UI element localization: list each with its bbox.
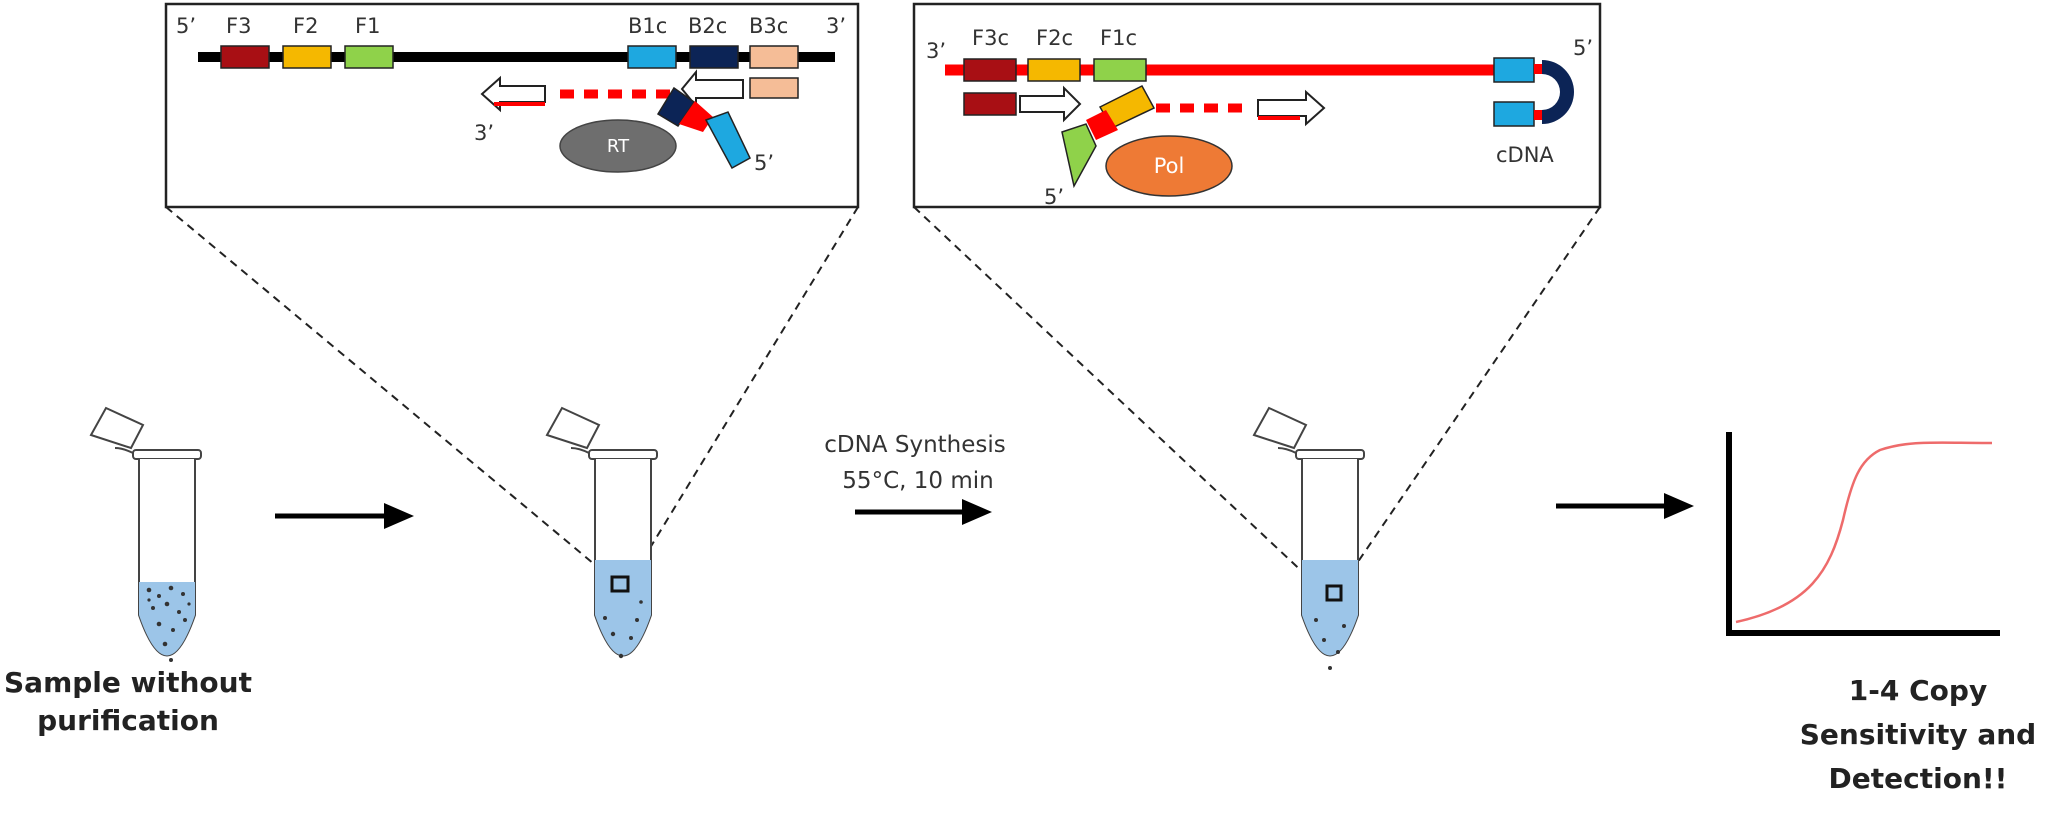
region-label-b3c: B3c	[749, 14, 788, 38]
loop-linker-bottom	[1534, 110, 1542, 120]
pol-label: Pol	[1154, 154, 1185, 178]
panel-1-strand-5: 5’	[754, 151, 774, 175]
reverse-transcriptase-icon	[559, 119, 677, 173]
b1-end-box-bottom	[1493, 101, 1535, 127]
region-label-b1c: B1c	[628, 14, 667, 38]
step-1-label-line-1: Sample without	[4, 666, 252, 699]
panel-pol-zoom: 3’ 5’ F3c F2c F1c cDNA 5’ Pol	[912, 2, 1602, 209]
b1c-end-box-top	[1493, 57, 1535, 83]
result-label-line-2: Sensitivity and	[1800, 718, 2036, 751]
region-label-b2c: B2c	[688, 14, 727, 38]
region-box-b2c	[689, 45, 739, 69]
zoom-guides	[165, 206, 1601, 595]
panel-1-end-5: 5’	[176, 14, 196, 38]
step-1-label-line-2: purification	[37, 704, 219, 737]
b3-primer-box	[749, 77, 799, 99]
arrow-right-icon	[275, 503, 414, 529]
tube-sample-icon	[90, 407, 202, 662]
panel-rt-zoom: 5’ 3’ F3 F2 F1 B1c B2c B3c 3’ 5’ RT	[164, 2, 860, 209]
region-label-f1: F1	[355, 14, 380, 38]
region-label-f2: F2	[293, 14, 318, 38]
displacement-arrow-2-icon	[1019, 85, 1082, 123]
region-box-f1c	[1093, 58, 1147, 82]
cdna-label: cDNA	[1496, 143, 1554, 167]
arrow-right-icon	[855, 499, 992, 525]
panel-1-strand-3: 3’	[474, 121, 494, 145]
loop-linker-top	[1534, 64, 1542, 74]
region-label-f3c: F3c	[972, 26, 1009, 50]
step-2-label-line-2: 55°C, 10 min	[842, 468, 993, 494]
amplification-curve-icon	[1726, 432, 2000, 636]
panel-2-end-5: 5’	[1573, 36, 1593, 60]
rt-label: RT	[607, 136, 630, 157]
bip-b1c-segment	[704, 111, 751, 170]
region-box-b3c	[749, 45, 799, 69]
stem-loop-icon	[1542, 60, 1574, 124]
fip-linker-segment	[1086, 110, 1118, 140]
displacement-arrow-icon	[680, 69, 744, 109]
region-box-f3	[220, 45, 270, 69]
region-box-f2	[282, 45, 332, 69]
tube-pol-icon	[1253, 407, 1365, 670]
result-label-line-3: Detection!!	[1829, 762, 2008, 795]
bip-b2-segment	[656, 86, 696, 128]
amplification-curve	[1735, 441, 1993, 624]
step-2-label-line-1: cDNA Synthesis	[824, 432, 1006, 458]
fip-f1c-segment	[1061, 123, 1097, 189]
f3-primer-box	[963, 92, 1017, 116]
region-label-f2c: F2c	[1036, 26, 1073, 50]
result-label-line-1: 1-4 Copy	[1849, 674, 1987, 707]
polymerase-icon	[1105, 135, 1233, 197]
region-label-f3: F3	[226, 14, 251, 38]
panel-2-end-3: 3’	[926, 39, 946, 63]
region-box-b1c	[627, 45, 677, 69]
arrow-right-icon	[1556, 493, 1694, 519]
region-box-f2c	[1027, 58, 1081, 82]
region-label-f1c: F1c	[1100, 26, 1137, 50]
region-box-f1	[344, 45, 394, 69]
panel-2-strand-5: 5’	[1044, 185, 1064, 209]
bip-linker-segment	[679, 101, 713, 132]
tube-rt-icon	[546, 407, 658, 659]
panel-1-end-3: 3’	[826, 14, 846, 38]
region-box-f3c	[963, 58, 1017, 82]
